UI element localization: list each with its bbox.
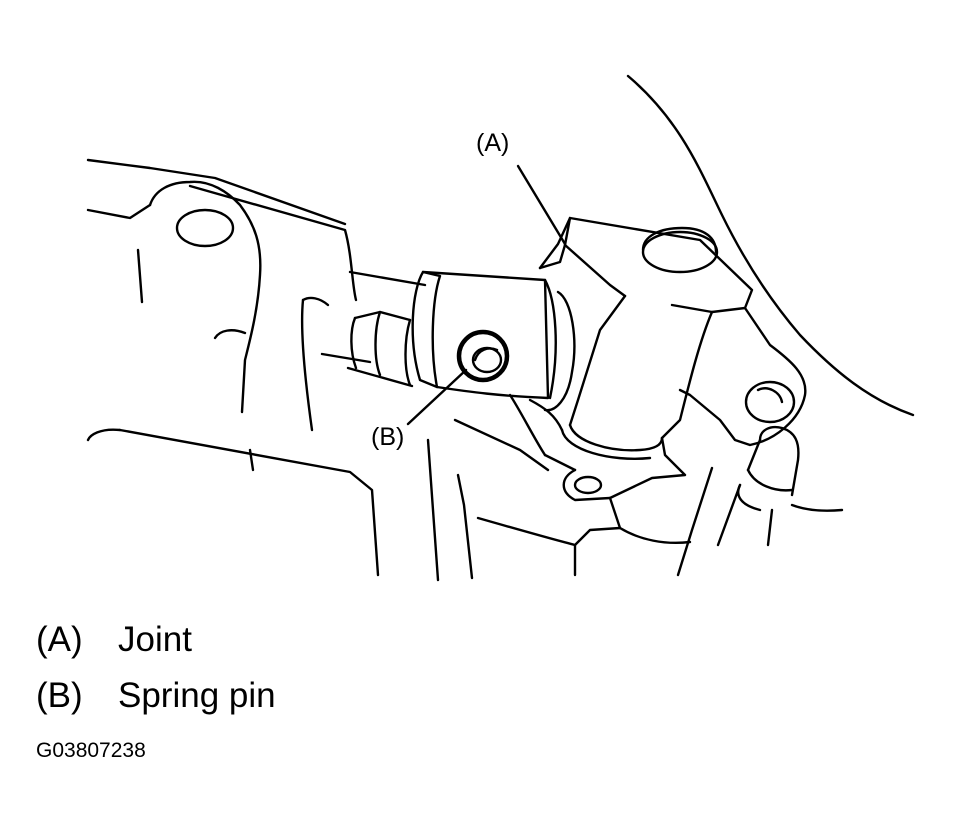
joint-yoke bbox=[411, 216, 754, 502]
legend-label: Spring pin bbox=[118, 676, 276, 715]
legend-item-joint: (A) Joint bbox=[36, 622, 192, 657]
lower-housing bbox=[426, 418, 692, 582]
right-eye-and-pin bbox=[676, 306, 844, 577]
leader-line-b bbox=[406, 368, 468, 426]
legend-item-spring-pin: (B) Spring pin bbox=[36, 678, 276, 713]
figure-code: G03807238 bbox=[36, 739, 146, 762]
left-housing bbox=[86, 158, 380, 577]
leader-line-a bbox=[516, 164, 567, 246]
legend-key: (B) bbox=[36, 676, 83, 715]
legend-label: Joint bbox=[118, 620, 192, 659]
callout-label-a: (A) bbox=[476, 129, 510, 157]
steering-joint-illustration bbox=[86, 74, 915, 582]
body-outline-right bbox=[626, 74, 915, 417]
callout-label-b: (B) bbox=[371, 423, 405, 451]
shaft bbox=[346, 270, 427, 388]
spring-pin bbox=[456, 329, 510, 383]
legend-key: (A) bbox=[36, 620, 83, 659]
